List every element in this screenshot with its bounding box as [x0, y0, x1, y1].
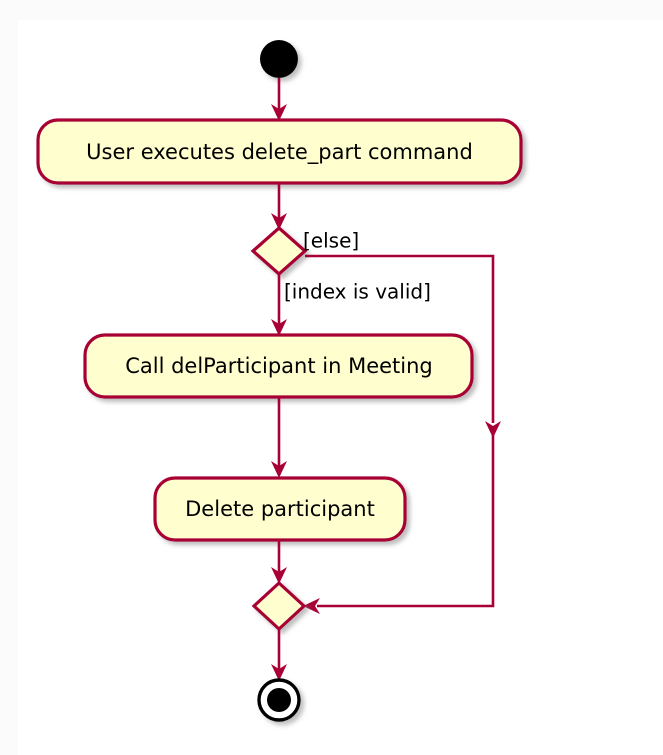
arrow-head-down-icon — [271, 461, 287, 478]
edge-merge-to-end — [271, 629, 287, 681]
merge-diamond-shape — [251, 580, 307, 632]
arrow-head-down-icon — [271, 567, 287, 584]
activity-node-user-executes[interactable]: User executes delete_part command — [36, 118, 523, 185]
guard-label-else: [else] — [303, 229, 359, 253]
initial-node-circle — [260, 40, 298, 78]
arrow-head-down-icon — [485, 421, 501, 438]
edge-decision-to-activity2 — [271, 274, 287, 336]
start-node[interactable] — [260, 40, 298, 78]
flow-line-else-path — [305, 254, 495, 423]
activity-node-call-delparticipant[interactable]: Call delParticipant in Meeting — [83, 333, 474, 399]
edge-activity2-to-activity3 — [271, 397, 287, 478]
decision-node-index-valid[interactable] — [250, 225, 308, 277]
edge-decision-else-branch — [303, 254, 501, 614]
end-node[interactable] — [257, 678, 301, 722]
arrow-head-down-icon — [271, 104, 287, 121]
activity-label: Call delParticipant in Meeting — [125, 354, 433, 378]
decision-diamond-shape — [250, 225, 308, 277]
arrow-head-down-icon — [271, 664, 287, 681]
arrow-head-down-icon — [271, 319, 287, 336]
edge-activity1-to-decision — [271, 183, 287, 230]
edge-start-to-activity1 — [271, 78, 287, 121]
edge-activity3-to-merge — [271, 540, 287, 584]
guard-label-index-is-valid: [index is valid] — [284, 280, 431, 304]
arrow-head-left-icon — [303, 598, 320, 614]
final-node-inner-dot — [267, 688, 291, 712]
activity-label: Delete participant — [185, 497, 375, 521]
merge-node[interactable] — [251, 580, 307, 632]
activity-label: User executes delete_part command — [86, 140, 473, 165]
activity-node-delete-participant[interactable]: Delete participant — [153, 476, 407, 542]
arrow-head-down-icon — [271, 213, 287, 230]
flow-line-else-return — [317, 434, 495, 608]
